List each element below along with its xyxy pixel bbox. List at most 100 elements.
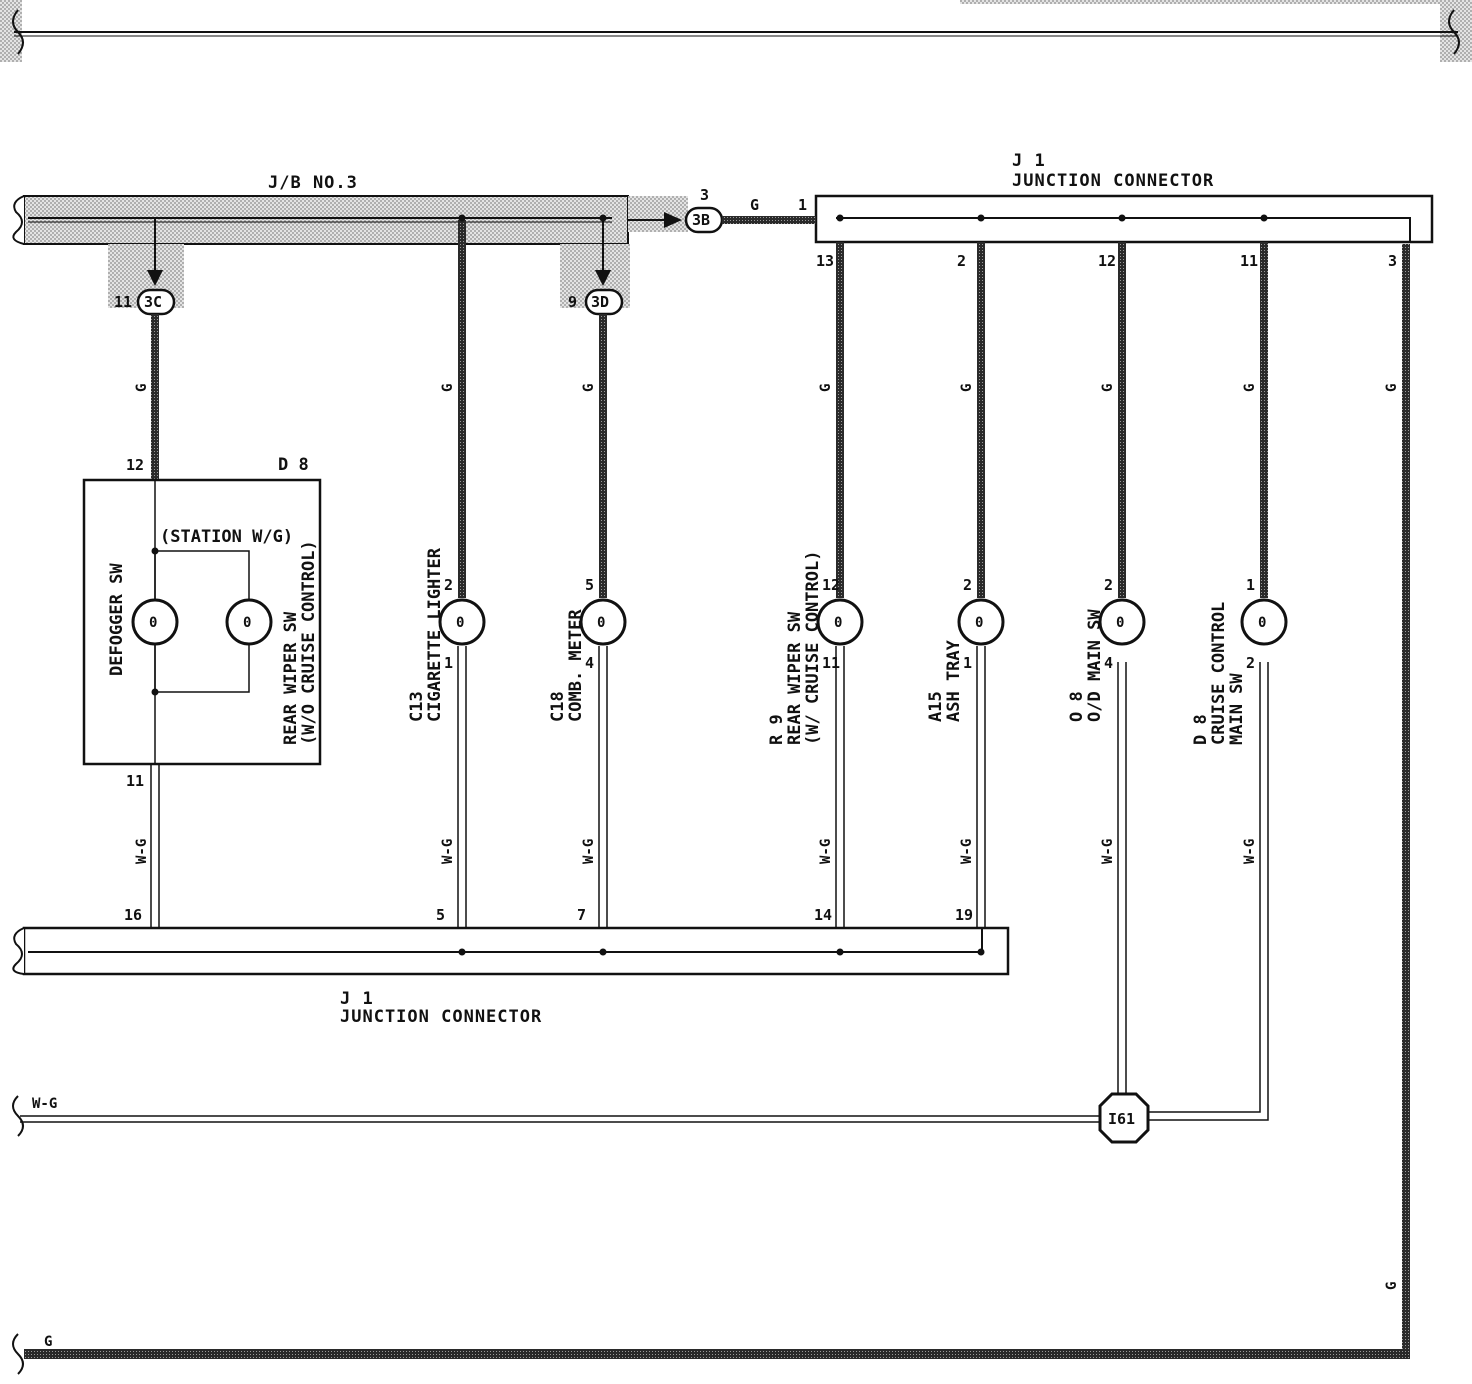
component-3-pin-bottom: 1	[963, 654, 972, 672]
junction-bottom-code: J 1	[340, 989, 374, 1009]
component-0-symbol-icon	[438, 598, 486, 646]
junction-top-in-pin: 1	[798, 196, 807, 214]
component-2-bottom-junction-dot	[836, 948, 844, 956]
wire-label-g-bottom: G	[44, 1334, 52, 1350]
component-1-name-line-0: C18	[548, 691, 568, 722]
jb-connector-3d-pin: 9	[568, 293, 577, 311]
component-4-name-line-0: O 8	[1067, 691, 1087, 722]
component-2-symbol-glyph: 0	[834, 615, 842, 631]
jb-connector-3d: 3D 9	[568, 218, 624, 316]
component-2-wire-label-wg: W-G	[818, 839, 834, 864]
component-5-wire-label-wg: W-G	[1242, 839, 1258, 864]
component-2-junction-bottom-pin: 14	[814, 906, 832, 924]
component-5-top-junction-dot	[1260, 214, 1268, 222]
page-border-top	[0, 0, 1472, 62]
junction-top-code: J 1	[1012, 151, 1046, 171]
component-3-name-line-1: ASH TRAY	[944, 639, 964, 722]
component-0-wire-label-wg: W-G	[440, 839, 456, 864]
component-0-name-line-0: C13	[407, 691, 427, 722]
component-5-name-line-2: MAIN SW	[1227, 673, 1247, 745]
component-3-wire-label-wg: W-G	[959, 839, 975, 864]
switch-box-right-label-1: REAR WIPER SW	[281, 611, 301, 745]
component-3-name-line-0: A15	[926, 691, 946, 722]
component-0-wire-label-g: G	[440, 384, 456, 392]
switch-box-d8: 0 0	[82, 314, 322, 928]
component-4-top-junction-dot	[1118, 214, 1126, 222]
component-3-bottom-junction-dot	[977, 948, 985, 956]
component-0-pin-top: 2	[444, 576, 453, 594]
component-2-pin-bottom: 11	[822, 654, 840, 672]
component-4-name-line-1: O/D MAIN SW	[1085, 609, 1105, 722]
component-3-symbol-glyph: 0	[975, 615, 983, 631]
component-2-symbol-icon	[816, 598, 864, 646]
component-0-junction-bottom-pin: 5	[436, 906, 445, 924]
jb-title: J/B NO.3	[268, 173, 358, 193]
jb-connector-3c-pin: 11	[114, 293, 132, 311]
component-1-symbol-icon	[579, 598, 627, 646]
switch-box-bottom-pin: 11	[126, 772, 144, 790]
component-5-name-line-1: CRUISE CONTROL	[1209, 602, 1229, 745]
component-1-pin-top: 5	[585, 576, 594, 594]
j-top-right-pin: 3	[1388, 252, 1397, 270]
component-1-wire-label-g: G	[581, 384, 597, 392]
component-5-symbol-icon	[1240, 598, 1288, 646]
junction-block-no3	[12, 195, 688, 308]
component-4-pin-bottom: 4	[1104, 654, 1113, 672]
jb-connector-3b-pin: 3	[700, 186, 709, 204]
jb-connector-3c-label: 3C	[144, 293, 162, 311]
jb-connector-3d-label: 3D	[591, 293, 609, 311]
wire-label-wg-d8: W-G	[134, 839, 150, 864]
wire-label-wg-bus: W-G	[32, 1096, 57, 1112]
component-4-pin-top: 2	[1104, 576, 1113, 594]
component-1-wire-label-wg: W-G	[581, 839, 597, 864]
wire-label-g-right: G	[1384, 384, 1400, 392]
component-3-wire-label-g: G	[959, 384, 975, 392]
switch-box-code: D 8	[278, 455, 309, 475]
component-3-symbol-icon	[957, 598, 1005, 646]
switch-box-variant: (STATION W/G)	[160, 527, 293, 547]
junction-top-in-wire: G	[750, 196, 759, 214]
component-3-junction-top-pin: 2	[957, 252, 966, 270]
component-5-name-line-0: D 8	[1191, 714, 1211, 745]
defogger-switch-glyph: 0	[149, 615, 157, 631]
junction-bottom-name: JUNCTION CONNECTOR	[340, 1007, 542, 1027]
component-2-name-line-1: REAR WIPER SW	[785, 611, 805, 745]
component-5-pin-bottom: 2	[1246, 654, 1255, 672]
d8-junction-pin: 16	[124, 906, 142, 924]
component-0-name-line-1: CIGARETTE LIGHTER	[425, 547, 445, 722]
component-0-symbol-glyph: 0	[456, 615, 464, 631]
junction-top-name: JUNCTION CONNECTOR	[1012, 171, 1214, 191]
jb-connector-3b: 3B 3	[628, 186, 724, 234]
component-5-wire-label-g: G	[1242, 384, 1258, 392]
switch-box-right-label-2: (W/O CRUISE CONTROL)	[299, 540, 319, 745]
splice-i61-icon	[1098, 1092, 1150, 1144]
component-2-name-line-0: R 9	[767, 714, 787, 745]
switch-box-left-label: DEFOGGER SW	[107, 563, 127, 676]
component-5-junction-top-pin: 11	[1240, 252, 1258, 270]
rear-wiper-switch-icon	[225, 598, 273, 646]
component-4-symbol-glyph: 0	[1116, 615, 1124, 631]
component-0-pin-bottom: 1	[444, 654, 453, 672]
component-2-pin-top: 12	[822, 576, 840, 594]
component-0-top-junction-dot	[458, 214, 466, 222]
component-4-junction-top-pin: 12	[1098, 252, 1116, 270]
defogger-switch-icon	[131, 598, 179, 646]
component-1-bottom-junction-dot	[599, 948, 607, 956]
jb-connector-3c: 3C 11	[114, 218, 176, 316]
component-1-symbol-glyph: 0	[597, 615, 605, 631]
component-2-wire-label-g: G	[818, 384, 834, 392]
junction-connector-bottom	[12, 926, 1010, 976]
wire-label-g-3c: G	[134, 384, 150, 392]
component-1-pin-bottom: 4	[585, 654, 594, 672]
component-3-top-junction-dot	[977, 214, 985, 222]
ground-lead	[12, 244, 1410, 1375]
component-3-pin-top: 2	[963, 576, 972, 594]
component-1-jb-dot	[599, 214, 607, 222]
component-5-symbol-glyph: 0	[1258, 615, 1266, 631]
component-4-symbol-icon	[1098, 598, 1146, 646]
component-4-wire-label-g: G	[1100, 384, 1116, 392]
component-1-name-line-1: COMB. METER	[566, 609, 586, 722]
component-1-junction-bottom-pin: 7	[577, 906, 586, 924]
